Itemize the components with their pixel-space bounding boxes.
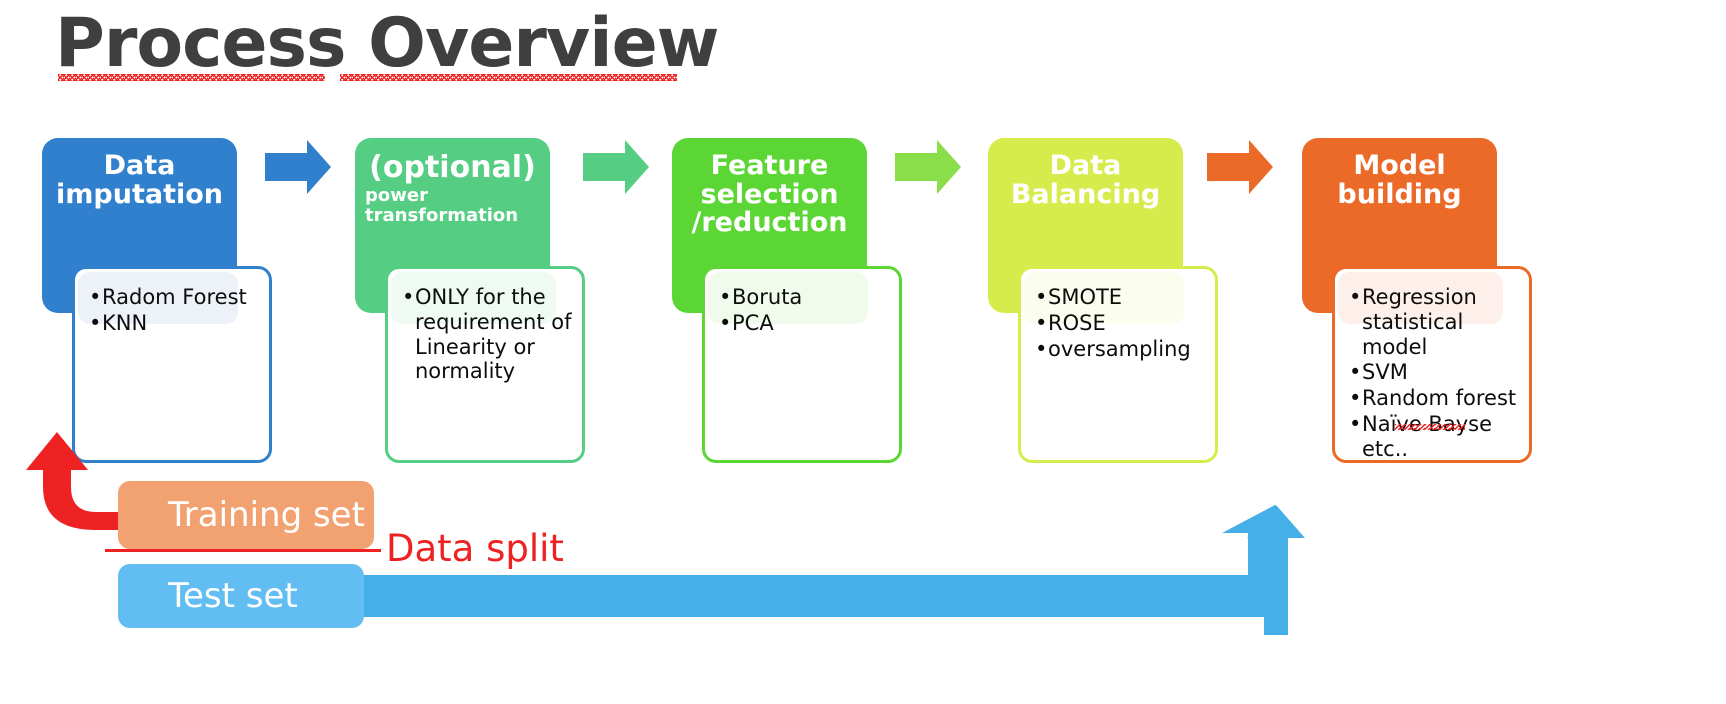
bullet-list-model-building: Regression statistical model SVM Random … xyxy=(1335,269,1529,461)
flow-arrow-2-icon xyxy=(583,140,649,194)
list-item: Naïve Bayse etc.. xyxy=(1349,412,1521,462)
stage-body-data-imputation: Radom Forest KNN xyxy=(72,266,272,463)
page-title: Process Overview xyxy=(55,4,720,83)
test-set-flow-arrow-icon xyxy=(300,505,1300,625)
spellcheck-squiggle-word2 xyxy=(340,74,677,81)
list-item: Radom Forest xyxy=(89,285,261,310)
list-item: oversampling xyxy=(1035,337,1207,362)
training-set-label: Training set xyxy=(168,495,365,535)
flow-arrow-4-icon xyxy=(1207,140,1273,194)
spellcheck-squiggle-bayse xyxy=(1395,424,1465,430)
stage-body-model-building: Regression statistical model SVM Random … xyxy=(1332,266,1532,463)
list-item: Boruta xyxy=(719,285,891,310)
list-item: PCA xyxy=(719,311,891,336)
test-set-label: Test set xyxy=(168,576,298,616)
training-feedback-arrow-icon xyxy=(24,430,194,530)
stage-title-power-transformation: (optional) xyxy=(369,150,536,185)
test-set-pill[interactable]: Test set xyxy=(118,564,364,628)
list-item: Regression statistical model xyxy=(1349,285,1521,359)
flow-arrow-3-icon xyxy=(895,140,961,194)
list-item: SVM xyxy=(1349,360,1521,385)
list-item: ROSE xyxy=(1035,311,1207,336)
bullet-list-power-transformation: ONLY for the requirement of Linearity or… xyxy=(388,269,582,384)
test-set-arrowhead-icon xyxy=(1247,505,1305,635)
stage-body-power-transformation: ONLY for the requirement of Linearity or… xyxy=(385,266,585,463)
bullet-list-data-imputation: Radom Forest KNN xyxy=(75,269,269,336)
data-split-divider xyxy=(105,549,381,552)
list-item: KNN xyxy=(89,311,261,336)
list-item: Random forest xyxy=(1349,386,1521,411)
list-item: SMOTE xyxy=(1035,285,1207,310)
data-split-label: Data split xyxy=(386,527,564,570)
training-set-pill[interactable]: Training set xyxy=(118,481,374,549)
bullet-list-feature-selection: Boruta PCA xyxy=(705,269,899,336)
bullet-list-data-balancing: SMOTE ROSE oversampling xyxy=(1021,269,1215,361)
stage-body-feature-selection: Boruta PCA xyxy=(702,266,902,463)
spellcheck-squiggle-word1 xyxy=(58,74,325,81)
flow-arrow-1-icon xyxy=(265,140,331,194)
list-item: ONLY for the requirement of Linearity or… xyxy=(402,285,574,384)
stage-body-data-balancing: SMOTE ROSE oversampling xyxy=(1018,266,1218,463)
